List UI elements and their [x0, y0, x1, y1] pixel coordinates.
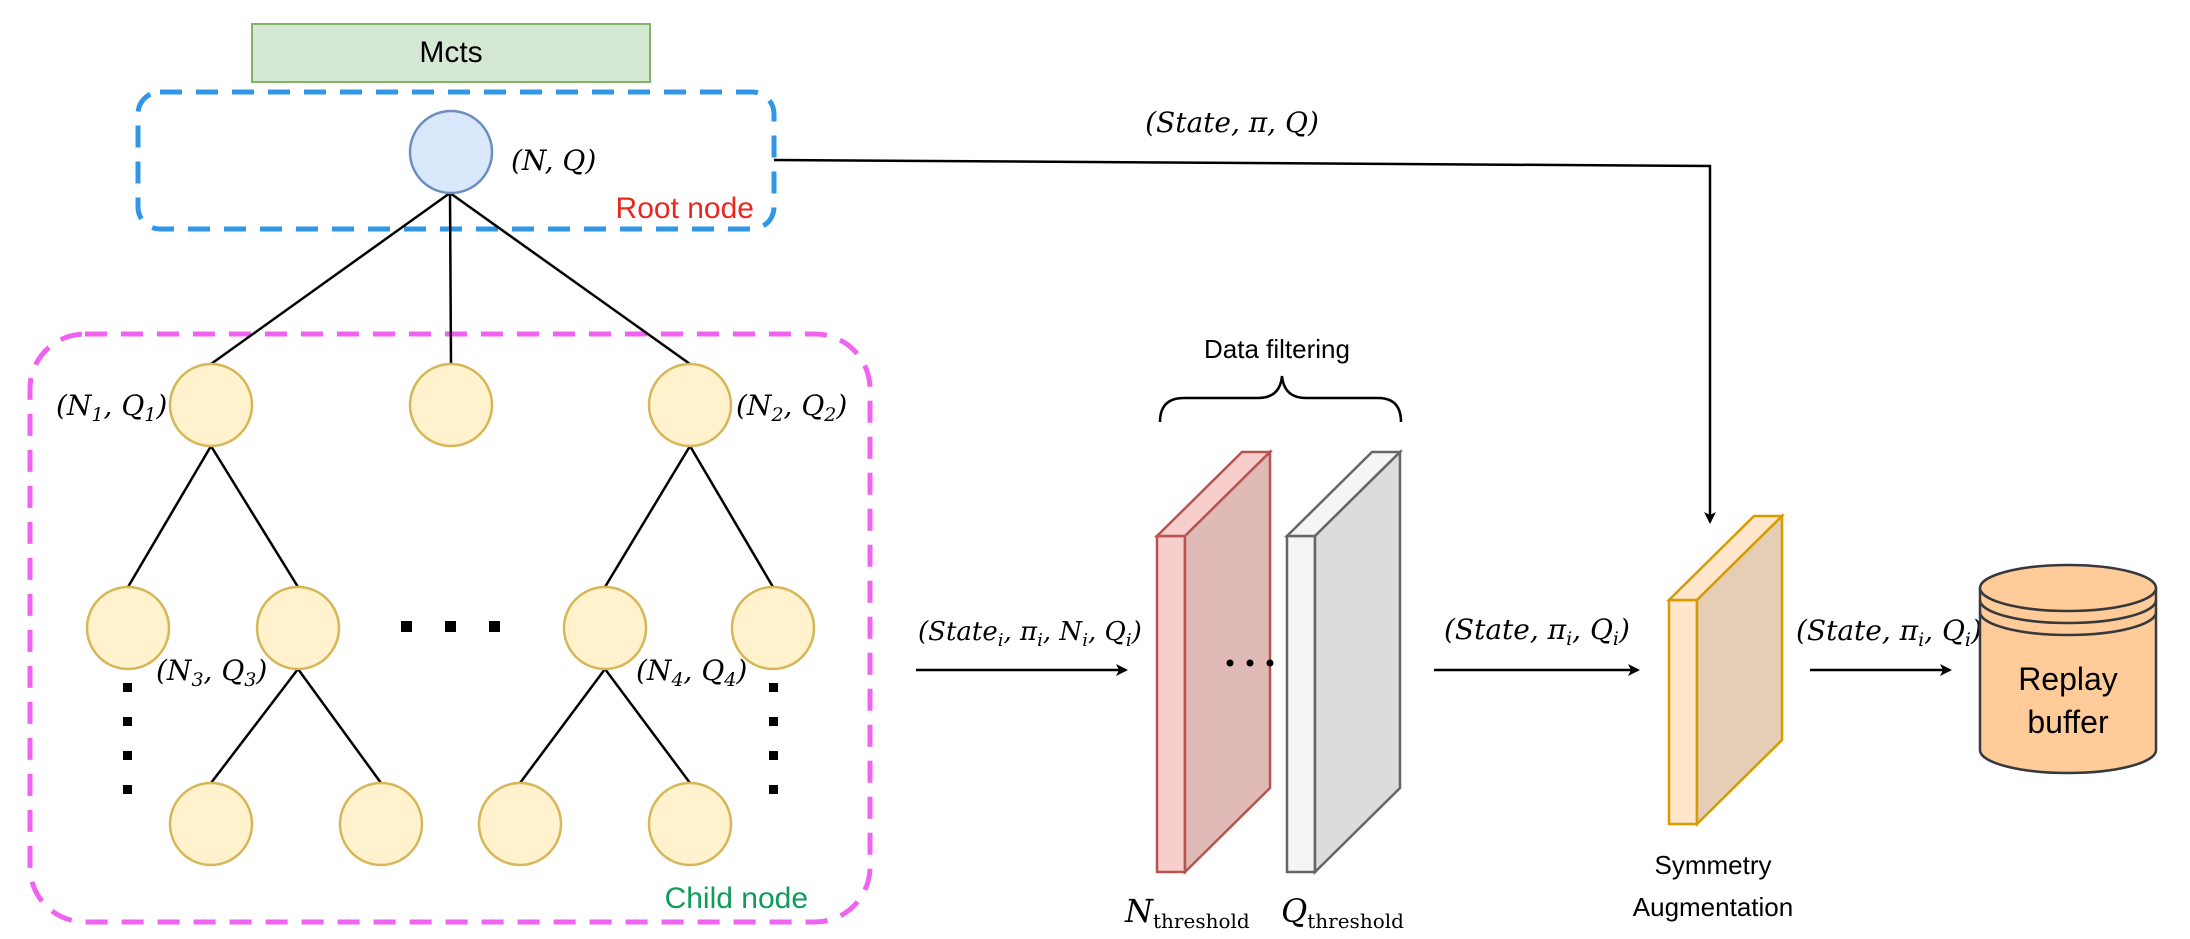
n-threshold-label: Nthreshold: [1124, 892, 1250, 933]
n3-label: (N3, Q3): [156, 654, 267, 691]
ellipsis-dots: [123, 621, 778, 794]
child-node-n4: [562, 585, 648, 671]
child-node-middle: [408, 362, 494, 448]
child-nodes: [85, 362, 816, 867]
augmentation-to-buffer-label: (State, πi, Qi): [1796, 614, 1982, 651]
root-node-label: Root node: [616, 192, 754, 225]
n2-label: (N2, Q2): [736, 389, 847, 426]
child-node-level2-a: [85, 585, 171, 671]
symmetry-augmentation-block: [1665, 513, 1786, 827]
replay-buffer-cylinder: [1978, 563, 2158, 775]
child-node-level3-a: [168, 781, 254, 867]
n1-label: (N1, Q1): [56, 389, 167, 426]
child-node-level3-d: [647, 781, 733, 867]
child-node-n2: [647, 362, 733, 448]
replay-buffer-label-line2: buffer: [2027, 704, 2109, 740]
root-to-augmentation-arrow: [773, 158, 1716, 524]
mcts-box: Mcts: [251, 23, 651, 83]
root-node-group: [135, 89, 777, 232]
root-node-value: (N, Q): [511, 144, 596, 177]
filter-to-augmentation-label: (State, πi, Qi): [1444, 613, 1630, 650]
tree-edges: [126, 191, 775, 784]
data-filtering-title: Data filtering: [1204, 334, 1350, 364]
augmentation-label-line1: Symmetry: [1655, 850, 1772, 880]
mcts-label: Mcts: [419, 36, 482, 69]
replay-buffer-label-line1: Replay: [2018, 661, 2118, 697]
tree-to-filter-label: (Statei, πi, Ni, Qi): [918, 617, 1142, 651]
child-node-n1: [168, 362, 254, 448]
child-node-level2-d: [730, 585, 816, 671]
data-filtering-brace: [1158, 375, 1403, 423]
filter-ellipsis: [1226, 659, 1274, 667]
child-node-level3-b: [338, 781, 424, 867]
n4-label: (N4, Q4): [636, 654, 747, 691]
q-threshold-label: Qthreshold: [1281, 892, 1404, 933]
root-node: [408, 109, 494, 195]
top-arrow-label: (State, π, Q): [1145, 106, 1319, 139]
child-node-label: Child node: [665, 882, 808, 915]
augmentation-label-line2: Augmentation: [1633, 892, 1793, 922]
child-node-level3-c: [477, 781, 563, 867]
q-threshold-filter: [1283, 449, 1404, 875]
child-node-n3: [255, 585, 341, 671]
